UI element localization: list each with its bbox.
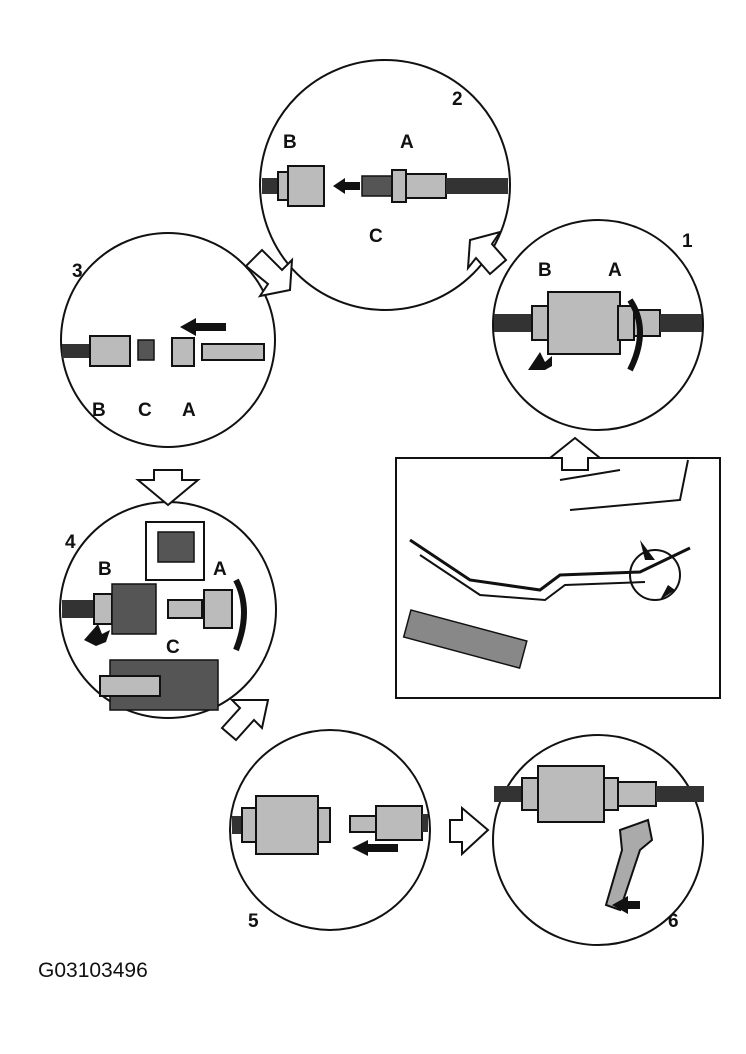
label-b: B <box>98 559 112 580</box>
step-1-circle: 1 B A <box>492 219 704 431</box>
step-3-circle: 3 B C A <box>60 232 276 448</box>
flow-arrow-up-icon <box>547 436 603 471</box>
flow-arrow-up-left-icon <box>466 230 508 276</box>
step-6-circle: 6 <box>492 734 704 946</box>
flow-arrow-right-icon <box>449 805 490 857</box>
flow-arrow-down-icon <box>135 469 201 507</box>
label-c: C <box>166 637 180 658</box>
step-1-number: 1 <box>682 231 693 252</box>
step-5-circle: 5 <box>229 729 431 932</box>
step-5-number: 5 <box>248 911 259 932</box>
label-a: A <box>608 260 622 281</box>
figure-code: G03103496 <box>38 959 148 982</box>
flow-arrow-down-right-icon <box>220 699 270 742</box>
label-b: B <box>92 400 106 421</box>
label-b: B <box>538 260 552 281</box>
label-c: C <box>138 400 152 421</box>
label-a: A <box>182 400 196 421</box>
step-2-number: 2 <box>452 89 463 110</box>
label-c: C <box>369 226 383 247</box>
label-a: A <box>213 559 227 580</box>
overview-inset <box>395 457 721 699</box>
label-b: B <box>283 132 297 153</box>
step-3-number: 3 <box>72 261 83 282</box>
step-4-circle: 4 B A C <box>59 501 277 719</box>
step-2-circle: 2 B A C <box>259 59 511 311</box>
label-a: A <box>400 132 414 153</box>
step-4-number: 4 <box>65 532 76 553</box>
flow-arrow-down-right-icon <box>244 248 294 298</box>
step-6-number: 6 <box>668 911 679 932</box>
